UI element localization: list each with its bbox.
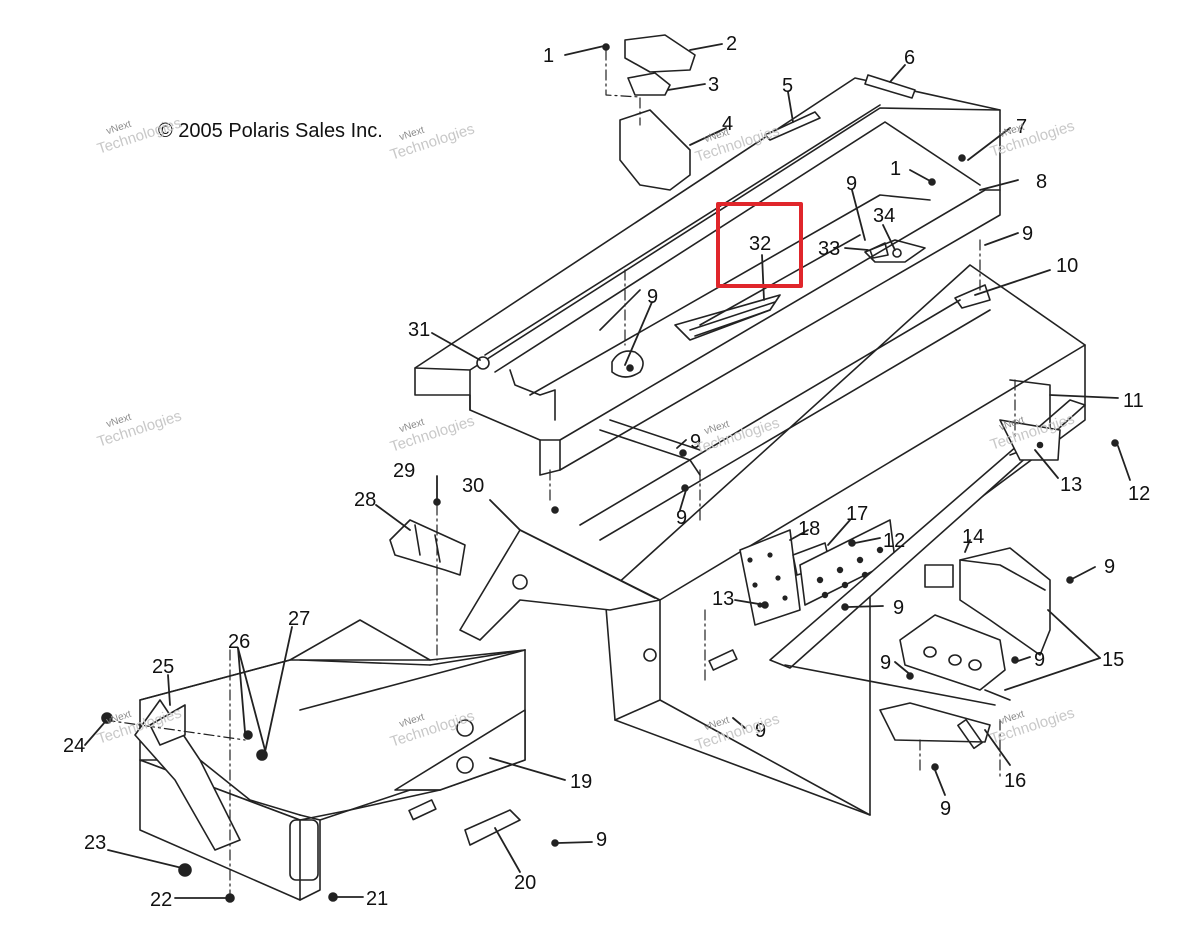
copyright-text: © 2005 Polaris Sales Inc. xyxy=(158,120,383,142)
rear-gusset xyxy=(459,529,661,641)
callout-9: 9 xyxy=(647,286,658,308)
callout-2: 2 xyxy=(726,33,737,55)
callout-5: 5 xyxy=(782,75,793,97)
callout-13: 13 xyxy=(1060,474,1082,496)
callout-21: 21 xyxy=(366,888,388,910)
small-brackets xyxy=(389,519,521,846)
side-plates xyxy=(739,519,896,626)
callout-20: 20 xyxy=(514,872,536,894)
callout-3: 3 xyxy=(708,74,719,96)
callout-9: 9 xyxy=(1034,649,1045,671)
front-tub xyxy=(134,699,441,901)
callout-19: 19 xyxy=(570,771,592,793)
callout-25: 25 xyxy=(152,656,174,678)
callout-9: 9 xyxy=(940,798,951,820)
lower-bracket xyxy=(879,702,991,750)
callout-1: 1 xyxy=(890,158,901,180)
upper-frame xyxy=(414,77,1001,476)
assembly-lines xyxy=(104,49,1016,901)
top-small-parts xyxy=(619,34,916,191)
callout-27: 27 xyxy=(288,608,310,630)
callout-24: 24 xyxy=(63,735,85,757)
callout-9: 9 xyxy=(755,720,766,742)
callout-34: 34 xyxy=(873,205,895,227)
callout-12: 12 xyxy=(1128,483,1150,505)
callout-9: 9 xyxy=(846,173,857,195)
callout-labels: 1 2 3 4 5 6 7 8 1 9 34 33 9 10 32 9 31 1… xyxy=(63,33,1150,911)
callout-10: 10 xyxy=(1056,255,1078,277)
callout-1: 1 xyxy=(543,45,554,67)
callout-13: 13 xyxy=(712,588,734,610)
callout-17: 17 xyxy=(846,503,868,525)
front-bulkhead xyxy=(139,619,526,821)
battery-box xyxy=(899,547,1051,701)
callout-32: 32 xyxy=(749,233,771,255)
callout-14: 14 xyxy=(962,526,984,548)
callout-23: 23 xyxy=(84,832,106,854)
callout-7: 7 xyxy=(1016,116,1027,138)
callout-8: 8 xyxy=(1036,171,1047,193)
callout-12: 12 xyxy=(883,530,905,552)
callout-9: 9 xyxy=(596,829,607,851)
callout-30: 30 xyxy=(462,475,484,497)
callout-6: 6 xyxy=(904,47,915,69)
leader-lines xyxy=(84,43,1131,899)
callout-9: 9 xyxy=(1104,556,1115,578)
callout-22: 22 xyxy=(150,889,172,911)
callout-9: 9 xyxy=(893,597,904,619)
callout-11: 11 xyxy=(1123,390,1144,412)
callout-33: 33 xyxy=(818,238,840,260)
callout-4: 4 xyxy=(722,113,733,135)
callout-9: 9 xyxy=(676,507,687,529)
callout-28: 28 xyxy=(354,489,376,511)
callout-15: 15 xyxy=(1102,649,1124,671)
highlight-box xyxy=(716,202,803,288)
callout-31: 31 xyxy=(408,319,430,341)
callout-29: 29 xyxy=(393,460,415,482)
callout-16: 16 xyxy=(1004,770,1026,792)
callout-9: 9 xyxy=(690,431,701,453)
callout-9: 9 xyxy=(880,652,891,674)
callout-18: 18 xyxy=(798,518,820,540)
callout-26: 26 xyxy=(228,631,250,653)
callout-9: 9 xyxy=(1022,223,1033,245)
